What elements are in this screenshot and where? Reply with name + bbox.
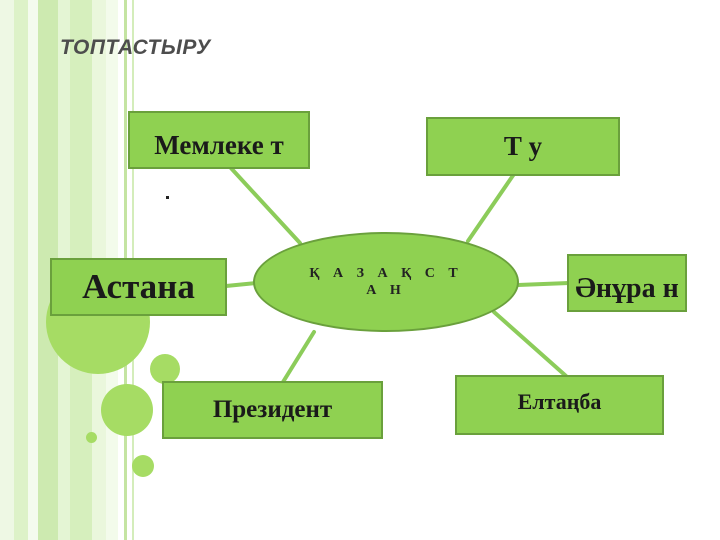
connector-anuran bbox=[516, 281, 571, 287]
decor-circle bbox=[101, 384, 153, 436]
node-president: Президент bbox=[162, 381, 383, 439]
connector-memleket bbox=[228, 165, 302, 245]
node-tu-label: Т у bbox=[503, 131, 543, 162]
decor-stripe bbox=[0, 0, 14, 540]
connector-tu bbox=[466, 172, 516, 243]
node-eltanba: Елтаңба bbox=[455, 375, 664, 435]
node-anuran: Әнұра н bbox=[567, 254, 687, 312]
center-node-label: Қ А З А Қ С Т А Н bbox=[309, 265, 463, 299]
connector-astana bbox=[224, 281, 258, 288]
node-memleket: Мемлеке т bbox=[128, 111, 310, 169]
decor-circle bbox=[150, 354, 180, 384]
decor-circle bbox=[132, 455, 154, 477]
decor-stripe bbox=[14, 0, 28, 540]
decor-dot bbox=[166, 196, 169, 199]
node-astana-label: Астана bbox=[82, 266, 195, 306]
node-anuran-label: Әнұра н bbox=[575, 273, 679, 305]
connector-eltanba bbox=[492, 310, 568, 378]
decor-stripe bbox=[28, 0, 38, 540]
node-president-label: Президент bbox=[212, 395, 333, 423]
node-astana: Астана bbox=[50, 258, 227, 316]
slide-title: ТОПТАСТЫРУ bbox=[60, 36, 211, 59]
connector-president bbox=[281, 330, 316, 384]
decor-stripe bbox=[38, 0, 58, 540]
node-memleket-label: Мемлеке т bbox=[154, 129, 284, 160]
decor-circle bbox=[86, 432, 97, 443]
node-tu: Т у bbox=[426, 117, 620, 176]
node-eltanba-label: Елтаңба bbox=[517, 389, 602, 415]
center-node: Қ А З А Қ С Т А Н bbox=[253, 232, 519, 332]
